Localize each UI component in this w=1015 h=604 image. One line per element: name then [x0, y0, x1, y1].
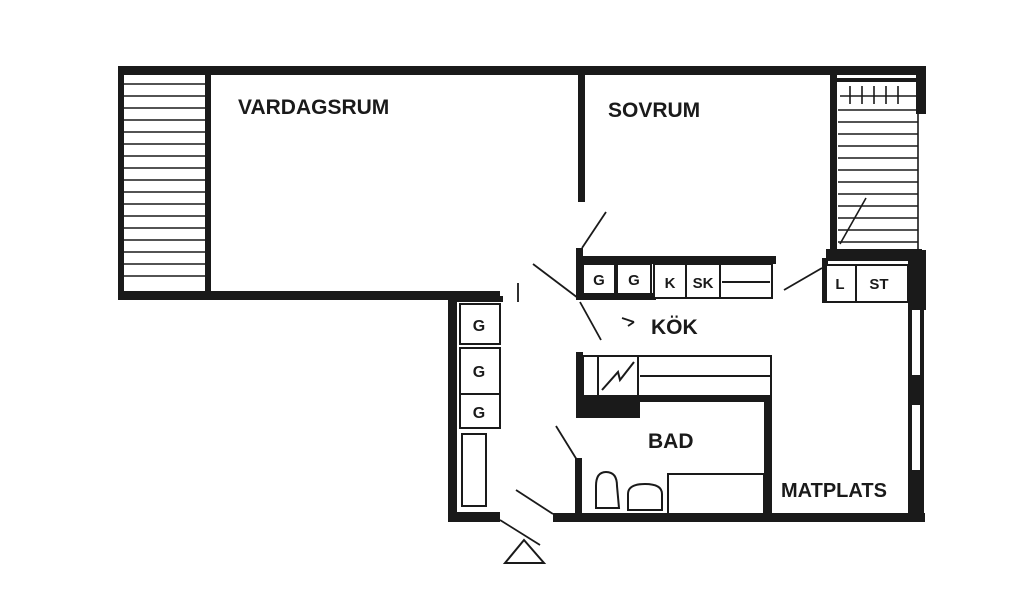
cabinet-st: ST — [869, 276, 888, 293]
door-bath — [555, 425, 578, 461]
door-front — [499, 519, 541, 546]
wall-living-bottom — [118, 291, 500, 300]
room-label-kok: KÖK — [651, 316, 698, 339]
kitchen-mark — [621, 317, 635, 323]
cabinet-g-left-2: G — [473, 364, 485, 381]
cabinet-l: L — [835, 276, 844, 293]
wall-bath-top — [576, 352, 583, 417]
bathroom-fixtures — [595, 470, 765, 515]
cabinet-g-left-1: G — [473, 318, 485, 335]
wall-bath-block — [576, 396, 640, 418]
door-living — [532, 263, 579, 299]
room-label-bad: BAD — [648, 430, 694, 453]
wall-bath-right — [764, 396, 772, 522]
wall-right-window-2 — [920, 310, 924, 520]
walls — [118, 66, 926, 522]
room-label-sovrum: SOVRUM — [608, 99, 700, 122]
wall-left — [118, 66, 124, 300]
wall-top — [118, 66, 926, 75]
hall-wardrobes — [459, 303, 501, 507]
wall-right-mid — [908, 250, 926, 310]
matplats-cabinets — [825, 264, 909, 303]
wall-hall-bottom — [448, 512, 500, 522]
wall-wardrobe-top — [836, 78, 920, 82]
door-matplats — [783, 267, 823, 291]
wall-bath-left — [575, 458, 582, 522]
wall-hall-left — [448, 296, 457, 522]
wall-right-window-block-2 — [908, 470, 924, 522]
cabinet-k: K — [665, 275, 676, 292]
cabinet-sk: SK — [693, 275, 714, 292]
wall-right-window-1 — [908, 310, 912, 520]
wall-wardrobe-bottom — [826, 249, 922, 261]
wall-wardrobe-left — [830, 72, 837, 250]
kitchen-counter-lower — [582, 355, 772, 397]
sink-icon — [627, 482, 663, 511]
room-label-matplats: MATPLATS — [781, 480, 887, 502]
wall-right-window-block-1 — [908, 375, 924, 405]
room-label-vardagsrum: VARDAGSRUM — [238, 96, 389, 119]
cabinet-g-left-3: G — [473, 405, 485, 422]
cabinet-g-upper-2: G — [628, 272, 640, 289]
wall-bath-topline — [636, 396, 772, 402]
balcony-left — [124, 83, 205, 277]
wall-kitchen-left — [576, 248, 583, 300]
wall-right-upper — [916, 66, 926, 114]
wall-kitchen-bottom — [576, 293, 656, 300]
cabinet-g-upper-1: G — [593, 272, 605, 289]
door-swings — [499, 211, 823, 546]
door-sovrum — [581, 211, 607, 249]
wall-balcony-inner — [205, 70, 211, 300]
wall-kitchen-top — [576, 256, 776, 264]
door-entrance — [515, 489, 554, 515]
wall-bottom — [553, 513, 925, 522]
entrance-triangle-icon — [502, 538, 547, 564]
balcony-right — [838, 82, 919, 250]
toilet-icon — [595, 470, 621, 509]
kitchen-counter-upper — [582, 263, 773, 299]
door-kitchen — [579, 301, 602, 341]
wall-hall-top — [448, 296, 503, 302]
wall-sovrum-divider — [578, 72, 585, 202]
bathtub — [667, 473, 765, 515]
kitchen-mark-2 — [627, 321, 635, 327]
